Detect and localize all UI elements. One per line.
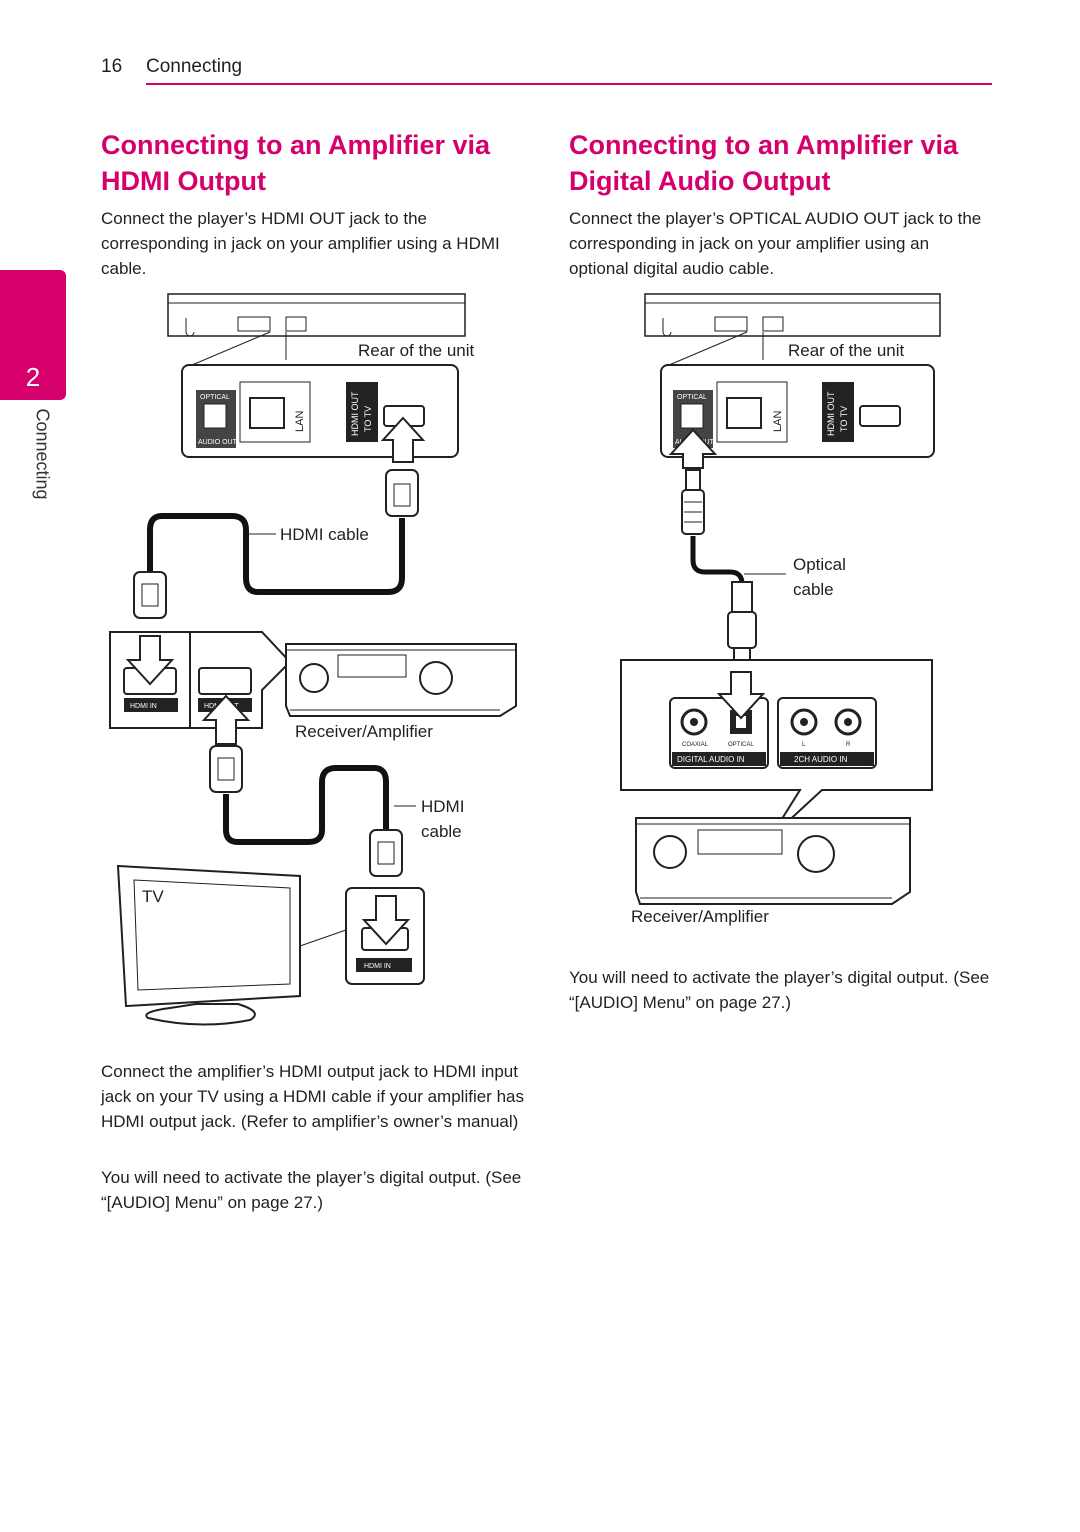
left-amp-jack-panel: HDMI IN HDMI OUT xyxy=(109,631,292,745)
right-to-tv-label: TO TV xyxy=(839,406,849,432)
right-lan-label: LAN xyxy=(772,411,784,432)
left-optical-jack-label: OPTICAL xyxy=(200,394,230,401)
left-hdmi-cable-label: HDMI cable xyxy=(280,525,369,544)
right-intro: Connect the player’s OPTICAL AUDIO OUT j… xyxy=(569,209,982,278)
right-rear-panel-zoom: OPTICAL AUDIO OUT LAN HDMI OUT TO TV xyxy=(660,364,935,469)
left-note-2: You will need to activate the player’s d… xyxy=(101,1168,522,1212)
right-hdmi-out-label: HDMI OUT xyxy=(826,391,836,436)
header-rule xyxy=(146,83,992,85)
tv-hdmi-in-label: HDMI IN xyxy=(364,963,391,970)
left-hdmi-cable2-label-1: HDMI xyxy=(421,797,464,816)
right-optical-jack-label: OPTICAL xyxy=(677,394,707,401)
section-title: Connecting xyxy=(146,56,243,77)
right-heading: Connecting to an Amplifier via Digital A… xyxy=(569,130,959,196)
optical-cable-label-2: cable xyxy=(793,580,834,599)
ch2-audio-in-label: 2CH AUDIO IN xyxy=(794,755,848,764)
left-heading: Connecting to an Amplifier via HDMI Outp… xyxy=(101,130,491,196)
left-receiver-label: Receiver/Amplifier xyxy=(295,722,433,741)
amp-hdmi-in-label: HDMI IN xyxy=(130,703,157,710)
left-note-1: Connect the amplifier’s HDMI output jack… xyxy=(101,1062,524,1131)
right-amp-jack-panel: COAXIAL OPTICAL DIGITAL AUDIO IN L R 2CH… xyxy=(620,659,933,839)
page-number: 16 xyxy=(101,56,123,77)
digital-audio-in-label: DIGITAL AUDIO IN xyxy=(677,755,745,764)
left-player-rear xyxy=(167,293,466,369)
right-rear-label: Rear of the unit xyxy=(788,341,905,360)
right-receiver-label: Receiver/Amplifier xyxy=(631,907,769,926)
left-to-tv-label: TO TV xyxy=(363,406,373,432)
tv-illustration: HDMI IN xyxy=(116,864,425,1026)
left-rear-label: Rear of the unit xyxy=(358,341,475,360)
r-label: R xyxy=(846,742,851,748)
left-cable-arrow-1 xyxy=(380,416,426,463)
right-note: You will need to activate the player’s d… xyxy=(569,968,990,1012)
right-player-rear xyxy=(644,293,941,369)
l-label: L xyxy=(802,742,806,748)
optical-cable-label-1: Optical xyxy=(793,555,846,574)
left-lan-label: LAN xyxy=(294,411,306,432)
left-receiver-amplifier xyxy=(285,643,517,717)
chapter-tab xyxy=(0,270,66,400)
left-audio-out-label: AUDIO OUT xyxy=(198,439,238,446)
left-hdmi-cable-1 xyxy=(133,469,419,619)
right-receiver-amplifier xyxy=(635,817,911,905)
left-hdmi-out-label: HDMI OUT xyxy=(350,391,360,436)
left-rear-panel-zoom: OPTICAL AUDIO OUT LAN HDMI OUT TO TV xyxy=(181,364,459,458)
optical-in-label: OPTICAL xyxy=(728,742,754,748)
chapter-number: 2 xyxy=(25,362,41,392)
optical-cable xyxy=(681,469,757,665)
coaxial-label: COAXIAL xyxy=(682,742,709,748)
left-intro: Connect the player’s HDMI OUT jack to th… xyxy=(101,209,500,278)
left-hdmi-cable2-label-2: cable xyxy=(421,822,462,841)
tv-label: TV xyxy=(142,887,164,906)
left-hdmi-cable-2 xyxy=(209,745,403,877)
